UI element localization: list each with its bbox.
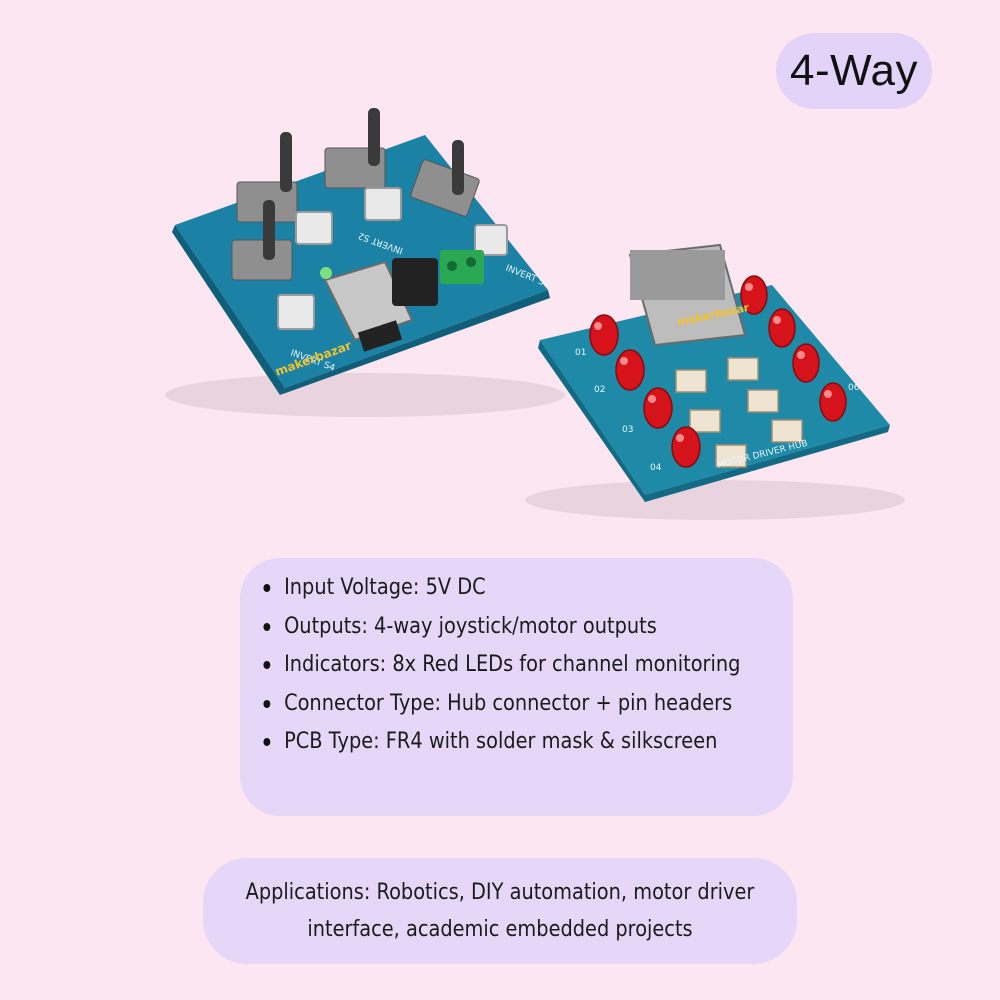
spec-pcb-type: PCB Type: FR4 with solder mask & silkscr… bbox=[260, 722, 800, 761]
spec-outputs: Outputs: 4-way joystick/motor outputs bbox=[260, 607, 800, 646]
silk-03: 03 bbox=[622, 425, 633, 435]
variant-badge-label: 4-Way bbox=[790, 46, 918, 95]
silk-06: 06 bbox=[848, 383, 860, 393]
spec-connector-type: Connector Type: Hub connector + pin head… bbox=[260, 684, 800, 723]
motor-driver-hub-board: 01 02 03 04 06 MOTOR DRIVER HUB makerbaz… bbox=[525, 243, 905, 520]
applications-panel: Applications: Robotics, DIY automation, … bbox=[203, 858, 797, 964]
specifications-list: Input Voltage: 5V DC Outputs: 4-way joys… bbox=[260, 568, 773, 761]
control-board: INVERT S4 INVERT S2 INVERT S1 makerbazar bbox=[165, 108, 565, 417]
silk-01: 01 bbox=[575, 348, 586, 358]
spec-indicators: Indicators: 8x Red LEDs for channel moni… bbox=[260, 645, 800, 684]
silk-02: 02 bbox=[594, 385, 605, 395]
silk-04: 04 bbox=[650, 463, 662, 473]
spec-input-voltage: Input Voltage: 5V DC bbox=[260, 568, 800, 607]
variant-badge: 4-Way bbox=[776, 33, 932, 109]
specifications-panel: Input Voltage: 5V DC Outputs: 4-way joys… bbox=[240, 558, 793, 816]
applications-text: Applications: Robotics, DIY automation, … bbox=[245, 879, 755, 942]
product-photo: INVERT S4 INVERT S2 INVERT S1 makerbazar bbox=[165, 108, 905, 520]
